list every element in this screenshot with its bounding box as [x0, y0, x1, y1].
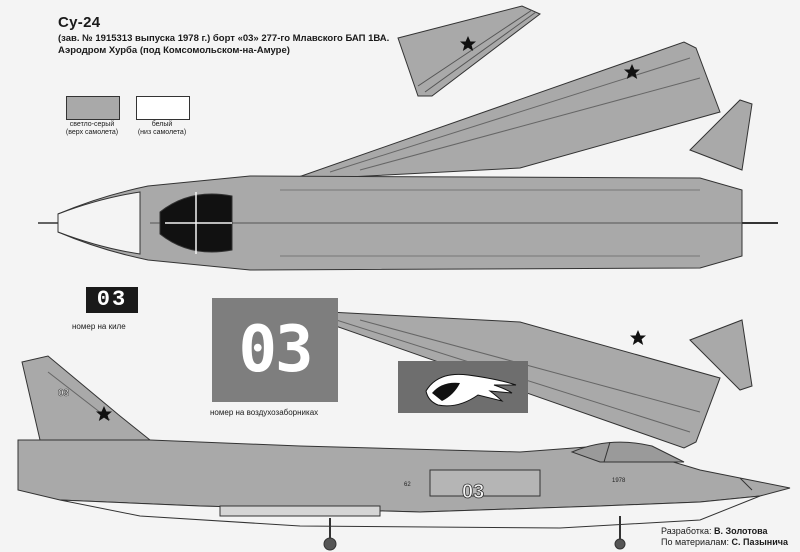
credits-label-1: Разработка:	[661, 526, 712, 536]
star-icon	[96, 406, 112, 421]
subtitle-line-2: Аэродром Хурба (под Комсомольском-на-Аму…	[58, 45, 290, 56]
intake-number-caption: номер на воздухозаборниках	[210, 408, 319, 417]
credits-line-1: Разработка: В. Золотова	[661, 526, 788, 537]
unit-emblem	[398, 361, 528, 413]
wing-detail-view	[397, 5, 541, 97]
swatch-1-label-line1: светло-серый	[69, 121, 115, 128]
swatch-white	[136, 96, 190, 120]
credits-line-2: По материалам: С. Пазынича	[661, 537, 788, 548]
star-icon	[624, 64, 640, 79]
swatch-1-label-line2: (верх самолета)	[65, 129, 119, 136]
subtitle-line-1: (зав. № 1915313 выпуска 1978 г.) борт «0…	[58, 33, 390, 44]
swatch-2-label-line1: белый	[151, 121, 173, 128]
side-number-text: 03	[462, 481, 484, 503]
credits: Разработка: В. Золотова По материалам: С…	[661, 526, 788, 548]
swatch-white-label: белый (низ самолета)	[132, 121, 192, 137]
tail-number-caption: номер на киле	[72, 322, 126, 331]
tail-number-marking: 03	[86, 287, 138, 313]
fin-number-text: 03	[58, 388, 70, 399]
intake-number-text: 03	[238, 313, 313, 387]
credits-name-2: С. Пазынича	[731, 537, 788, 547]
credits-label-2: По материалам:	[661, 537, 730, 547]
side-view	[17, 355, 791, 551]
swatch-light-gray	[66, 96, 120, 120]
serial-text-2: 62	[404, 482, 411, 488]
intake-number-marking: 03	[212, 298, 338, 402]
drawing-title: Су-24	[58, 14, 101, 31]
bird-emblem-icon	[425, 373, 517, 407]
drawing-subtitle: (зав. № 1915313 выпуска 1978 г.) борт «0…	[58, 33, 418, 57]
credits-name-1: В. Золотова	[714, 526, 768, 536]
serial-text-1: 1978	[612, 478, 626, 484]
swatch-2-label-line2: (низ самолета)	[137, 129, 187, 136]
star-icon	[630, 330, 646, 345]
swatch-light-gray-label: светло-серый (верх самолета)	[62, 121, 122, 137]
star-icon	[460, 36, 476, 51]
